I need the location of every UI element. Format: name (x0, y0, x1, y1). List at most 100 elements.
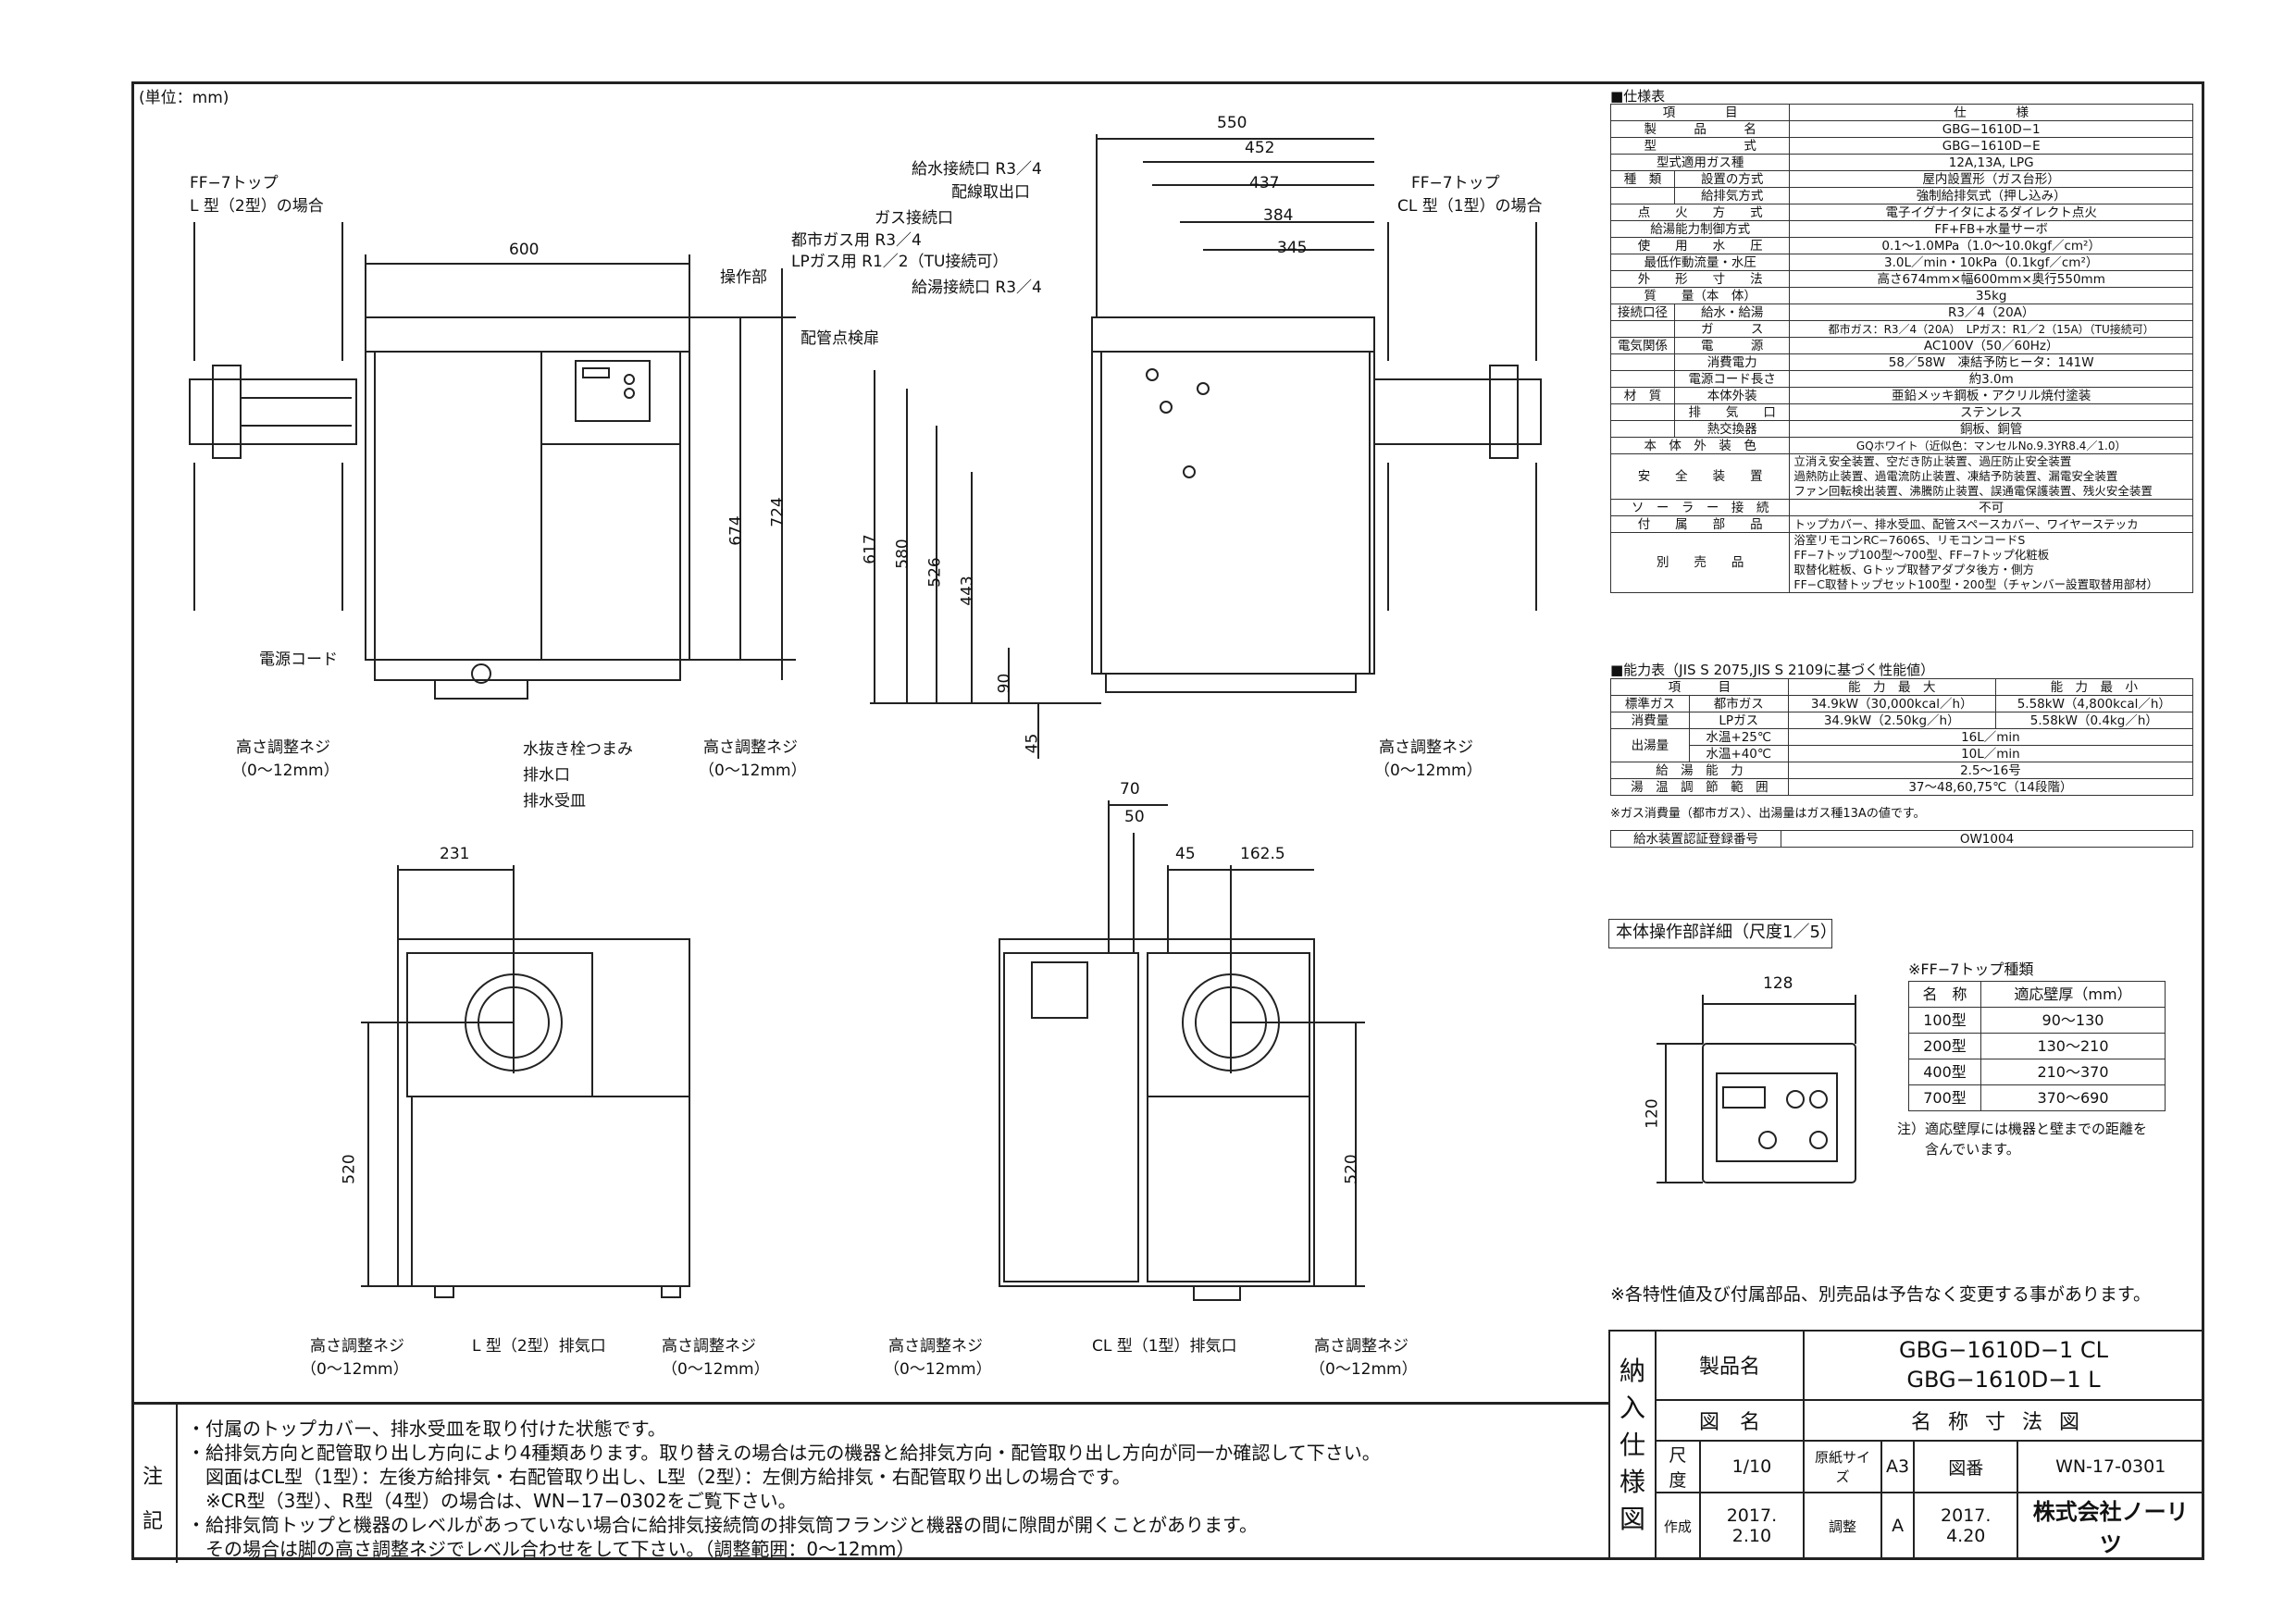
safety-line-2: 過熱防止装置、過電流防止装置、凍結予防装置、漏電安全装置 (1793, 469, 2118, 483)
optional-line-1: 浴室リモコンRC−7606S、リモコンコードS (1793, 533, 2026, 547)
spec-optional-row: 別 売 品 浴室リモコンRC−7606S、リモコンコードS FF−7トップ100… (1609, 532, 2193, 593)
cap-cell: 標準ガス (1610, 695, 1690, 712)
rev-label: 調整 (1803, 1492, 1883, 1560)
ff-wall: 210〜370 (1980, 1059, 2166, 1085)
spec-row: 材 質本体外装亜鉛メッキ鋼板・アクリル焼付塗装 (1610, 387, 2193, 404)
wiring-label: 配線取出口 (951, 183, 1030, 202)
rear-right-dim-520: 520 (1342, 1154, 1361, 1184)
cert-table: 給水装置認証登録番号 OW1004 (1610, 830, 2193, 848)
cap-row: 給 湯 能 力 2.5〜16号 (1610, 762, 2194, 779)
unit-label: (単位：mm) (139, 89, 230, 107)
spec-group: 給湯能力制御方式 (1609, 220, 1791, 238)
side-adj: 高さ調整ネジ (1379, 738, 1473, 757)
optional-line-2: FF−7トップ100型〜700型、FF−7トップ化粧板 (1793, 548, 2050, 562)
spec-group: 型式適用ガス種 (1609, 154, 1791, 171)
spec-value: AC100V（50／60Hz） (1789, 337, 2193, 354)
spec-group (1610, 420, 1675, 438)
spec-group: 点 火 方 式 (1609, 204, 1791, 221)
spec-group: 本 体 外 装 色 (1609, 437, 1791, 454)
side-ff-label-1: FF−7トップ (1411, 174, 1500, 192)
dim-452: 452 (1245, 139, 1275, 157)
dim-120: 120 (1643, 1098, 1662, 1129)
cap-cell: 5.58kW（0.4kg／h） (1994, 712, 2194, 729)
spec-row: ガ ス都市ガス：R3／4（20A） LPガス：R1／2（15A）（TU接続可） (1610, 320, 2193, 338)
rear-left-exhaust: L 型（2型）排気口 (472, 1337, 606, 1356)
cap-cell: 水温+25℃ (1688, 728, 1789, 746)
optional-label: 別 売 品 (1609, 532, 1791, 593)
cap-col-min: 能 力 最 小 (1994, 678, 2194, 696)
safety-line-3: ファン回転検出装置、沸騰防止装置、誤通電保護装置、残火安全装置 (1793, 484, 2153, 498)
dim-345: 345 (1277, 239, 1308, 257)
spec-value: 0.1〜1.0MPa（1.0〜10.0kgf／cm²） (1789, 237, 2193, 254)
spec-value: 58／58W 凍結予防ヒータ：141W (1789, 353, 2193, 371)
spec-row: 電源コード長さ約3.0m (1610, 370, 2193, 388)
cert-value: OW1004 (1781, 830, 2193, 848)
dim-50: 50 (1124, 808, 1145, 826)
rear-right-adj-left-range: （0〜12mm） (884, 1360, 992, 1379)
rear-left-dim-520: 520 (340, 1154, 359, 1184)
accessory-value: トップカバー、排水受皿、配管スペースカバー、ワイヤーステッカ (1789, 515, 2193, 533)
change-note: ※各特性値及び付属部品、別売品は予告なく変更する事があります。 (1610, 1284, 2152, 1305)
cap-row: 湯 温 調 節 範 囲 37〜48,60,75℃（14段階） (1610, 778, 2194, 796)
spec-group: 使 用 水 圧 (1609, 237, 1791, 254)
capacity-note: ※ガス消費量（都市ガス）、出湯量はガス種13Aの値です。 (1610, 807, 1926, 821)
spec-row: 熱交換器銅板、銅管 (1610, 420, 2193, 438)
dim-162-5: 162.5 (1240, 845, 1285, 863)
scale-value: 1/10 (1698, 1440, 1806, 1493)
drawing-name: 名称寸法図 (1803, 1398, 2204, 1443)
spec-sub: 給水・給湯 (1673, 304, 1791, 321)
num-label: 図番 (1913, 1440, 2019, 1493)
spec-value: 強制給排気式（押し込み） (1789, 187, 2193, 204)
spec-header-row: 項 目 仕 様 (1609, 104, 2193, 121)
dim-724: 724 (768, 497, 788, 527)
lp-gas-label: LPガス用 R1／2（TU接続可） (791, 253, 1009, 271)
panel-detail-drawing (1657, 995, 1856, 1183)
spec-sub: 本体外装 (1673, 387, 1791, 404)
ff-note-2: 含んでいます。 (1925, 1141, 2020, 1158)
dim-70: 70 (1120, 780, 1140, 799)
rear-right-view-drawing (999, 800, 1365, 1301)
spec-accessory-row: 付 属 部 品 トップカバー、排水受皿、配管スペースカバー、ワイヤーステッカ (1609, 515, 2193, 533)
panel-detail-heading: 本体操作部詳細（尺度1／5） (1616, 923, 1837, 942)
op-label: 操作部 (720, 268, 767, 287)
rear-left-view-drawing (361, 865, 690, 1298)
cert-label: 給水装置認証登録番号 (1610, 830, 1781, 848)
cap-row: 標準ガス 都市ガス 34.9kW（30,000kcal／h） 5.58kW（4,… (1610, 695, 2194, 712)
capacity-table: 項 目 能 力 最 大 能 力 最 小 標準ガス 都市ガス 34.9kW（30,… (1610, 678, 2194, 796)
note-line: 図面はCL型（1型）：左後方給排気・右配管取り出し、L型（2型）：左側方給排気・… (187, 1466, 1131, 1488)
note-line: ・給排気方向と配管取り出し方向により4種類あります。取り替えの場合は元の機器と給… (187, 1442, 1381, 1464)
spec-value: GBG−1610D−E (1789, 137, 2193, 155)
safety-label: 安 全 装 置 (1609, 453, 1791, 500)
spec-group: 型 式 (1609, 137, 1791, 155)
rear-left-adj-right-range: （0〜12mm） (662, 1360, 770, 1379)
dim-600: 600 (509, 241, 540, 259)
product-name-1: GBG−1610D−1 CL (1899, 1337, 2109, 1364)
front-adj-right: 高さ調整ネジ (703, 738, 798, 757)
cap-cell: 水温+40℃ (1688, 745, 1789, 762)
spec-row: 質 量（本 体）35kg (1609, 287, 2193, 304)
solar-value: 不可 (1789, 499, 2193, 516)
cap-row: 水温+40℃ 10L／min (1611, 745, 2194, 762)
front-ff-label-2: L 型（2型）の場合 (190, 197, 324, 216)
drain-port-label: 排水口 (523, 766, 570, 785)
ff-wall: 370〜690 (1980, 1084, 2166, 1111)
spec-value: GQホワイト（近似色：マンセルNo.9.3YR8.4／1.0） (1789, 437, 2193, 454)
rev-date: 2017. 4.20 (1913, 1492, 2019, 1560)
spec-group (1610, 320, 1675, 338)
dim-526: 526 (925, 557, 945, 588)
cap-header-row: 項 目 能 力 最 大 能 力 最 小 (1610, 678, 2194, 696)
spec-value: 約3.0m (1789, 370, 2193, 388)
rev-mark: A (1880, 1492, 1916, 1560)
spec-row: 給排気方式強制給排気式（押し込み） (1610, 187, 2193, 204)
drawing-frame (131, 81, 2204, 1560)
optional-line-4: FF−C取替トップセット100型・200型（チャンバー設置取替用部材） (1793, 577, 2159, 591)
